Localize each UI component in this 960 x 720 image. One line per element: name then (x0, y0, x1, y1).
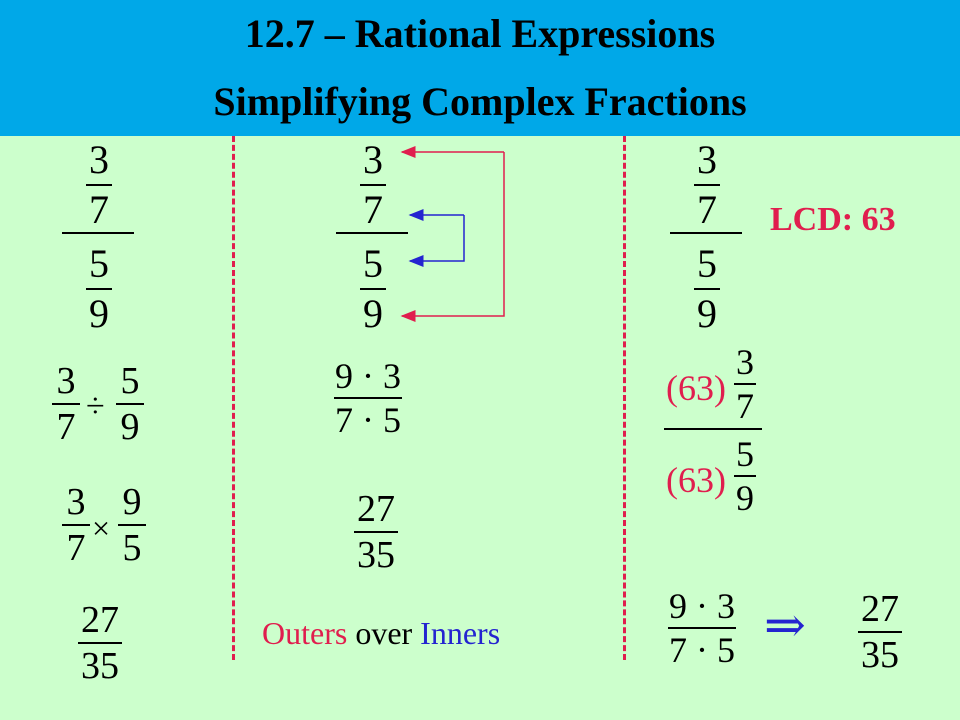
fraction-bar (354, 531, 398, 533)
middle-complex-top-num: 3 (363, 137, 383, 182)
fraction-bar (52, 403, 80, 405)
main-fraction-bar (336, 232, 408, 234)
fraction-bar (360, 184, 386, 186)
right-product-den: 7 · 5 (669, 630, 735, 670)
left-mult-a-num: 3 (66, 481, 86, 523)
middle-product: 9 · 3 7 · 5 (334, 358, 402, 438)
lcd-note: LCD: 63 (770, 201, 896, 239)
lcd-factor-top: (63) (666, 368, 726, 408)
divide-sign: ÷ (86, 388, 105, 425)
page-subtitle: Simplifying Complex Fractions (213, 79, 747, 124)
middle-complex-bottom: 5 9 (358, 244, 388, 334)
left-complex-bottom: 5 9 (84, 244, 114, 334)
caption-outers: Outers (262, 615, 348, 651)
fraction-bar (78, 642, 122, 644)
fraction-bar (858, 631, 902, 633)
outers-over-inners-caption: Outers over Inners (262, 615, 500, 652)
right-multiplied-top: 3 7 (734, 344, 756, 424)
right-multiplied-top-den: 7 (736, 386, 754, 426)
caption-inners: Inners (420, 615, 501, 651)
left-complex-bot-num: 5 (89, 241, 109, 286)
column-divider-left (232, 136, 235, 660)
right-product-num: 9 · 3 (669, 586, 735, 626)
fraction-bar (694, 288, 720, 290)
right-multiplied-bot-num: 5 (736, 434, 754, 474)
left-division-b-num: 5 (120, 360, 140, 402)
times-sign: × (92, 510, 111, 546)
right-complex-top-den: 7 (697, 187, 717, 232)
left-complex-bot-den: 9 (89, 291, 109, 336)
left-result-den: 35 (81, 645, 119, 687)
main-fraction-bar (670, 232, 742, 234)
left-mult-b-num: 9 (122, 481, 142, 523)
right-multiplied-top-num: 3 (736, 342, 754, 382)
middle-complex-bot-den: 9 (363, 291, 383, 336)
main-fraction-bar (664, 428, 762, 430)
left-mult-a-den: 7 (66, 527, 86, 569)
main-fraction-bar (62, 232, 134, 234)
column-divider-right (623, 136, 626, 660)
left-mult-a: 3 7 (62, 483, 90, 567)
fraction-bar (734, 475, 756, 477)
left-result-num: 27 (81, 599, 119, 641)
left-complex-fraction: 3 7 5 9 (62, 140, 134, 336)
lcd-value: 63 (861, 201, 896, 238)
fraction-bar (86, 184, 112, 186)
middle-product-num: 9 · 3 (335, 356, 401, 396)
left-division-a-den: 7 (56, 406, 76, 448)
caption-over: over (347, 615, 421, 651)
outers-arrow (400, 146, 505, 322)
fraction-bar (86, 288, 112, 290)
left-division-b-den: 9 (120, 406, 140, 448)
right-multiplied-bottom: 5 9 (734, 436, 756, 516)
implies-arrow-icon: ⇒ (764, 597, 806, 653)
fraction-bar (360, 288, 386, 290)
fraction-bar (694, 184, 720, 186)
right-complex-fraction: 3 7 5 9 (670, 140, 742, 336)
lcd-factor-bottom: (63) (666, 460, 726, 500)
fraction-bar (668, 627, 736, 629)
right-product: 9 · 3 7 · 5 (668, 588, 736, 668)
left-result: 27 35 (78, 601, 122, 685)
title-banner: 12.7 – Rational Expressions Simplifying … (0, 0, 960, 136)
left-division-a: 3 7 (52, 362, 80, 446)
fraction-bar (62, 524, 90, 526)
right-complex-top: 3 7 (692, 140, 722, 230)
right-result: 27 35 (858, 590, 902, 674)
fraction-bar (116, 403, 144, 405)
inners-arrow (408, 209, 465, 267)
fraction-bar (118, 524, 146, 526)
fraction-bar (734, 383, 756, 385)
fraction-bar (334, 397, 402, 399)
right-complex-bottom: 5 9 (692, 244, 722, 334)
lcd-label: LCD: (770, 201, 854, 238)
right-result-num: 27 (861, 588, 899, 630)
left-mult-b-den: 5 (122, 527, 142, 569)
right-complex-bot-den: 9 (697, 291, 717, 336)
right-result-den: 35 (861, 634, 899, 676)
right-multiplied-bot-den: 9 (736, 478, 754, 518)
left-division-b: 5 9 (116, 362, 144, 446)
right-complex-top-num: 3 (697, 137, 717, 182)
middle-complex-bot-num: 5 (363, 241, 383, 286)
left-complex-top-den: 7 (89, 187, 109, 232)
middle-result-den: 35 (357, 534, 395, 576)
page-title: 12.7 – Rational Expressions (244, 11, 716, 56)
middle-complex-top: 3 7 (358, 140, 388, 230)
middle-result-num: 27 (357, 488, 395, 530)
right-complex-bot-num: 5 (697, 241, 717, 286)
left-mult-b: 9 5 (118, 483, 146, 567)
left-complex-top: 3 7 (84, 140, 114, 230)
middle-result: 27 35 (354, 490, 398, 574)
right-lcd-multiplied: (63) 3 7 (63) 5 9 (664, 344, 768, 516)
left-complex-top-num: 3 (89, 137, 109, 182)
middle-complex-top-den: 7 (363, 187, 383, 232)
left-division-a-num: 3 (56, 360, 76, 402)
middle-product-den: 7 · 5 (335, 400, 401, 440)
middle-complex-fraction: 3 7 5 9 (336, 140, 408, 336)
